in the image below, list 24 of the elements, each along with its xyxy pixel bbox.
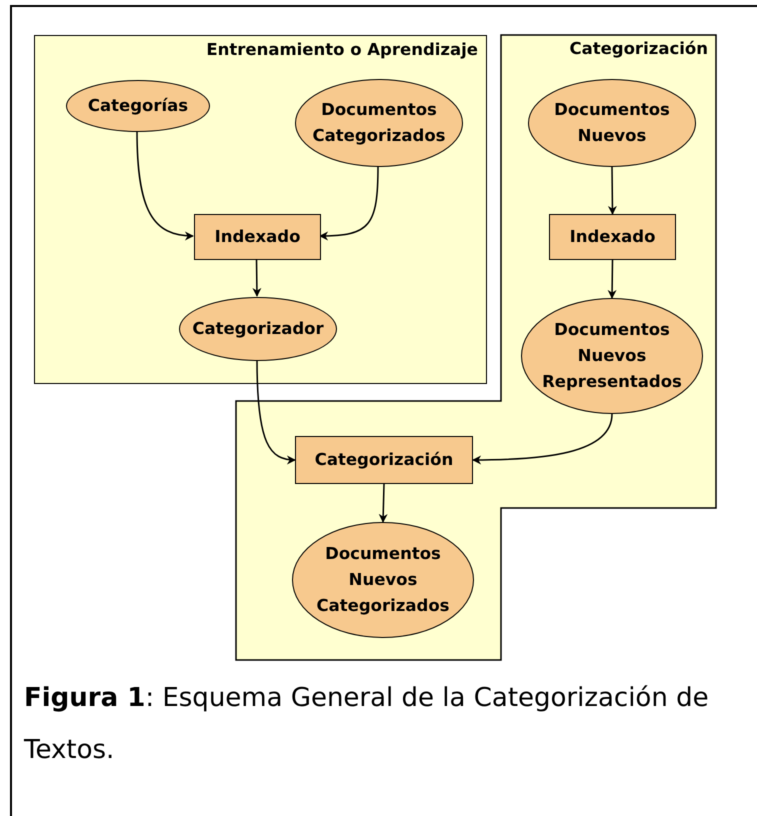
node-label: Categorías (86, 95, 190, 117)
group-title: Entrenamiento o Aprendizaje (206, 40, 478, 59)
process-box (549, 214, 676, 260)
group-title: Categorización (569, 39, 708, 58)
arrow (256, 360, 296, 464)
node-label: Documentos Nuevos Categorizados (316, 543, 450, 617)
node-label: Indexado (568, 226, 656, 248)
arrow (378, 484, 388, 523)
figure-caption: Figura 1: Esquema General de la Categorización de Textos. (24, 682, 710, 767)
process-box (194, 214, 321, 260)
arrow (252, 258, 262, 297)
process-box (295, 436, 473, 484)
node-label: Categorizador (191, 318, 325, 340)
group-panel (34, 35, 487, 384)
node-label: Documentos Nuevos (553, 99, 671, 147)
arrow (472, 414, 613, 464)
node-label: Indexado (214, 226, 302, 248)
arrow (608, 260, 617, 299)
node-label: Documentos Nuevos Representados (541, 319, 683, 393)
arrow (319, 166, 379, 240)
arrow (136, 130, 194, 240)
node-label: Documentos Categorizados (312, 99, 446, 147)
node-label: Categorización (314, 449, 454, 471)
arrow (608, 167, 617, 215)
